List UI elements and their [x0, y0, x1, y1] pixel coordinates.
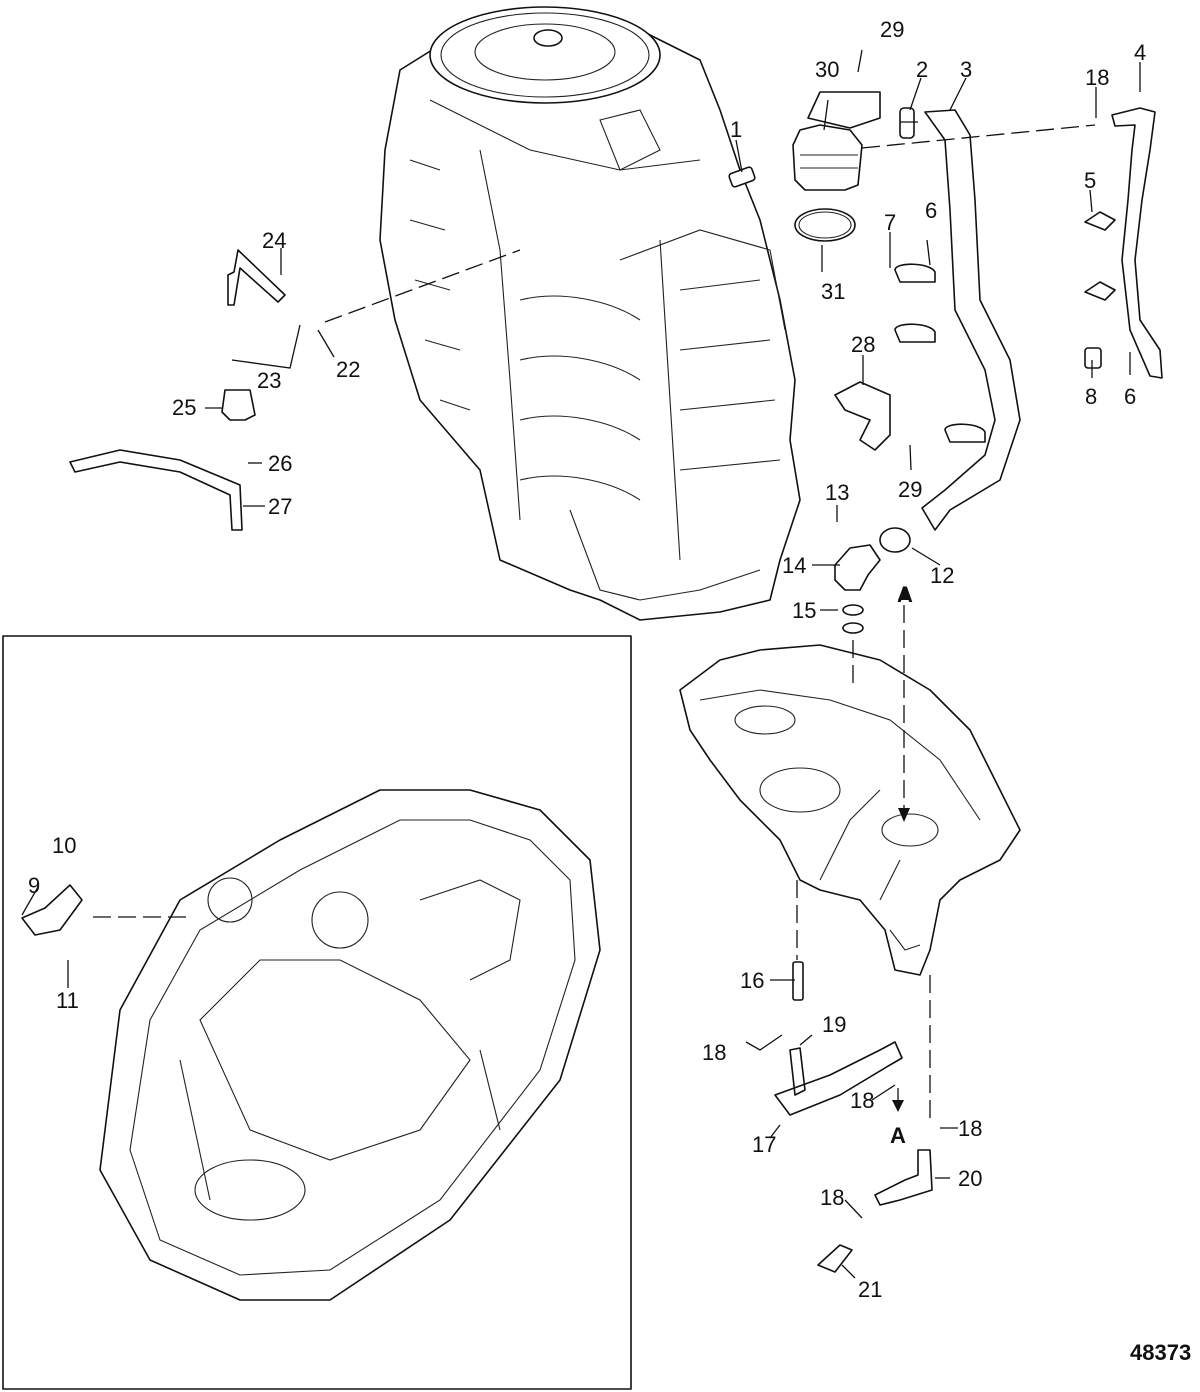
small-o-ring — [842, 604, 864, 616]
clip — [1084, 211, 1116, 301]
callout-labels: 1 2 3 4 5 6 6 7 8 9 10 11 12 13 14 15 16… — [28, 17, 1191, 1365]
callout-6: 6 — [925, 198, 937, 223]
callout-15: 15 — [792, 598, 816, 623]
callout-16: 16 — [740, 968, 764, 993]
water-hose — [921, 109, 1021, 531]
leader-lines — [21, 49, 1141, 1279]
clamp-part — [899, 107, 915, 139]
callout-8: 8 — [1085, 384, 1097, 409]
callout-18c: 18 — [850, 1088, 874, 1113]
callout-18e: 18 — [820, 1185, 844, 1210]
thermostat-cover — [792, 91, 881, 191]
callout-31: 31 — [821, 279, 845, 304]
alignment-lines — [93, 121, 1096, 1120]
callout-19: 19 — [822, 1012, 846, 1037]
bracket — [834, 381, 891, 451]
callout-24: 24 — [262, 228, 286, 253]
clamp-ring — [879, 527, 911, 553]
callout-30: 30 — [815, 57, 839, 82]
callout-29a: 29 — [880, 17, 904, 42]
callout-25: 25 — [172, 395, 196, 420]
callout-1: 1 — [730, 117, 742, 142]
hose — [874, 1149, 933, 1206]
callout-7: 7 — [884, 210, 896, 235]
callout-21: 21 — [858, 1277, 882, 1302]
engine-block — [379, 6, 801, 621]
callout-5: 5 — [1084, 168, 1096, 193]
reference-a-bottom: A — [890, 1123, 906, 1148]
hose-clamp — [944, 423, 986, 443]
tube — [1111, 107, 1163, 379]
hose-clamp — [894, 323, 936, 343]
callout-4: 4 — [1134, 40, 1146, 65]
hose — [69, 449, 243, 531]
callout-9: 9 — [28, 873, 40, 898]
callout-18b: 18 — [702, 1040, 726, 1065]
elbow-fitting — [834, 544, 881, 591]
fitting — [817, 1244, 853, 1273]
retainer — [1084, 347, 1102, 369]
callout-22: 22 — [336, 357, 360, 382]
stud — [792, 961, 804, 1001]
callout-18d: 18 — [958, 1116, 982, 1141]
hose-assembly — [774, 1041, 903, 1116]
hose — [227, 249, 286, 306]
callout-26: 26 — [268, 451, 292, 476]
check-valve — [221, 389, 256, 421]
callout-14: 14 — [782, 553, 806, 578]
callout-27: 27 — [268, 494, 292, 519]
callout-20: 20 — [958, 1166, 982, 1191]
reference-arrow — [892, 1100, 904, 1112]
callout-6b: 6 — [1124, 384, 1136, 409]
o-ring — [794, 208, 856, 242]
reference-arrow — [898, 808, 910, 822]
figure-number: 48373 — [1130, 1340, 1191, 1365]
fitting — [728, 166, 756, 188]
small-o-ring — [842, 622, 864, 634]
callout-29b: 29 — [898, 477, 922, 502]
adapter-plate — [679, 644, 1021, 976]
callout-3: 3 — [960, 57, 972, 82]
callout-10: 10 — [52, 833, 76, 858]
callout-12: 12 — [930, 563, 954, 588]
reference-a-top: A — [897, 582, 913, 607]
reference-arrow — [898, 586, 910, 600]
callout-28: 28 — [851, 332, 875, 357]
hose-clamp — [894, 263, 936, 283]
callout-23: 23 — [257, 368, 281, 393]
callout-13: 13 — [825, 480, 849, 505]
callout-17: 17 — [752, 1132, 776, 1157]
fitting — [21, 884, 83, 936]
callout-18a: 18 — [1085, 65, 1109, 90]
callout-2: 2 — [916, 57, 928, 82]
exhaust-plate-detail — [99, 789, 601, 1301]
callout-11: 11 — [56, 988, 79, 1013]
